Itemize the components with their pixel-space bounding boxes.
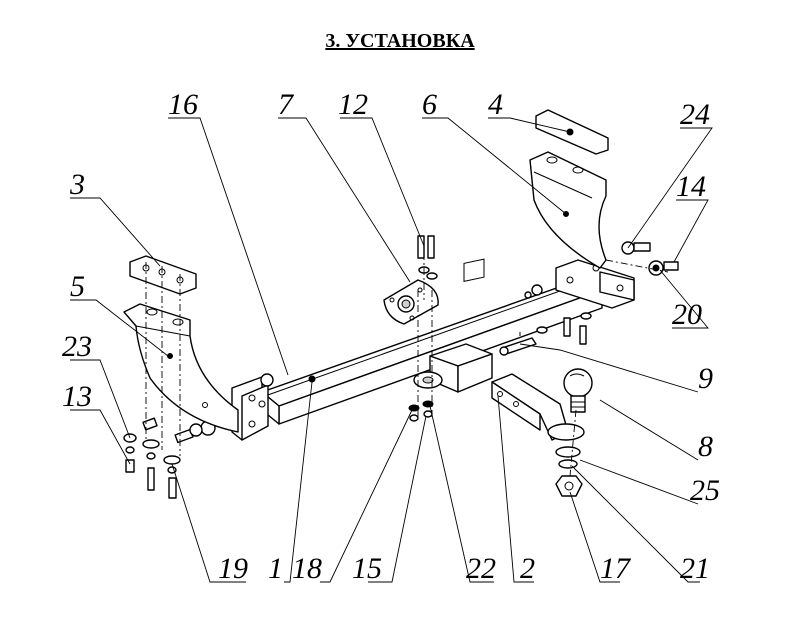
tow-bar xyxy=(491,373,585,441)
callout-2: 2 xyxy=(520,552,535,585)
clamp-plate-right xyxy=(535,109,609,155)
callout-1: 1 xyxy=(268,552,283,585)
callout-13: 13 xyxy=(62,380,92,413)
callout-12: 12 xyxy=(338,88,368,121)
clamp-plate-left xyxy=(129,255,197,295)
hitch-pin xyxy=(499,332,537,356)
leader-lines xyxy=(70,117,713,583)
page-title: 3. УСТАНОВКА xyxy=(325,30,475,52)
callout-21: 21 xyxy=(680,552,710,585)
under-beam-fasteners xyxy=(408,400,434,422)
callout-8: 8 xyxy=(698,430,713,463)
callout-3: 3 xyxy=(69,168,85,201)
callout-16: 16 xyxy=(168,88,198,121)
callout-22: 22 xyxy=(466,552,496,585)
callout-9: 9 xyxy=(698,362,713,395)
left-bracket xyxy=(123,303,239,433)
callout-15: 15 xyxy=(352,552,382,585)
callout-23: 23 xyxy=(62,330,92,363)
receiver-housing xyxy=(413,258,493,393)
callout-7: 7 xyxy=(278,88,295,121)
middle-bolts xyxy=(417,235,438,280)
callout-17: 17 xyxy=(600,552,632,585)
callout-20: 20 xyxy=(672,298,702,331)
callout-14: 14 xyxy=(676,170,706,203)
callout-5: 5 xyxy=(70,270,85,303)
socket-plate xyxy=(383,279,439,325)
ball-fasteners xyxy=(555,446,583,497)
callout-25: 25 xyxy=(690,474,720,507)
right-bracket xyxy=(529,151,607,269)
callout-6: 6 xyxy=(422,88,437,121)
callout-24: 24 xyxy=(680,98,710,131)
right-bolts xyxy=(536,241,679,345)
assembly-axes xyxy=(145,238,669,477)
tow-ball xyxy=(563,368,593,413)
callout-19: 19 xyxy=(218,552,248,585)
left-fasteners xyxy=(123,417,203,499)
callout-18: 18 xyxy=(292,552,322,585)
callout-labels: 16 7 12 6 4 24 3 14 5 20 23 9 13 8 25 19… xyxy=(62,88,720,585)
right-end-plate xyxy=(524,259,635,309)
callout-4: 4 xyxy=(488,88,503,121)
